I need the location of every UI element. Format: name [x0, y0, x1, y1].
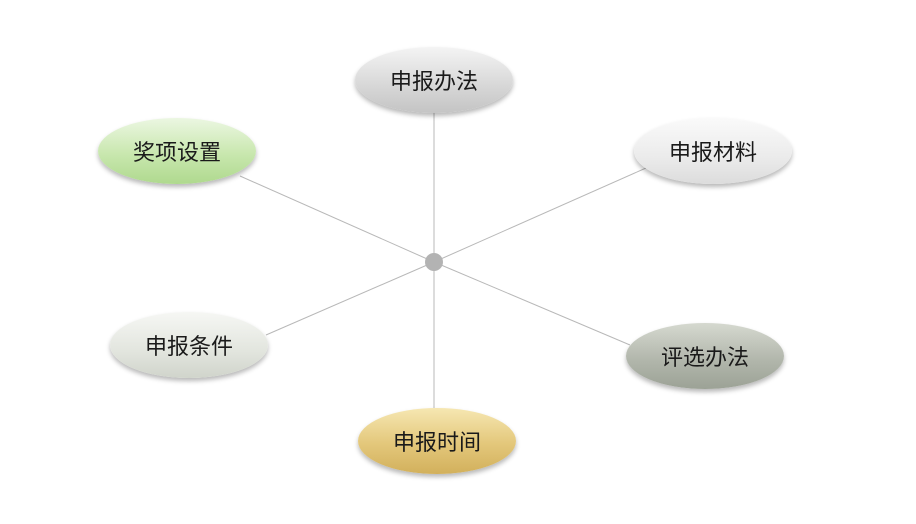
node-top-left-label: 奖项设置	[132, 141, 221, 166]
node-bottom: 申报时间	[358, 408, 516, 474]
node-top-right-label: 申报材料	[668, 141, 757, 166]
node-bottom-left: 申报条件	[110, 312, 268, 378]
connector-bl	[265, 261, 435, 336]
connector-tl	[239, 175, 435, 263]
node-top-left: 奖项设置	[98, 118, 256, 184]
hub-dot	[425, 253, 443, 271]
node-bottom-label: 申报时间	[392, 431, 481, 456]
node-top-label: 申报办法	[389, 70, 478, 95]
node-bottom-right: 评选办法	[626, 323, 784, 389]
node-bottom-right-label: 评选办法	[660, 346, 749, 371]
node-top-right: 申报材料	[634, 118, 792, 184]
connector-tr	[433, 167, 647, 263]
node-bottom-left-label: 申报条件	[144, 335, 233, 360]
node-top: 申报办法	[355, 47, 513, 113]
connector-br	[433, 261, 631, 346]
